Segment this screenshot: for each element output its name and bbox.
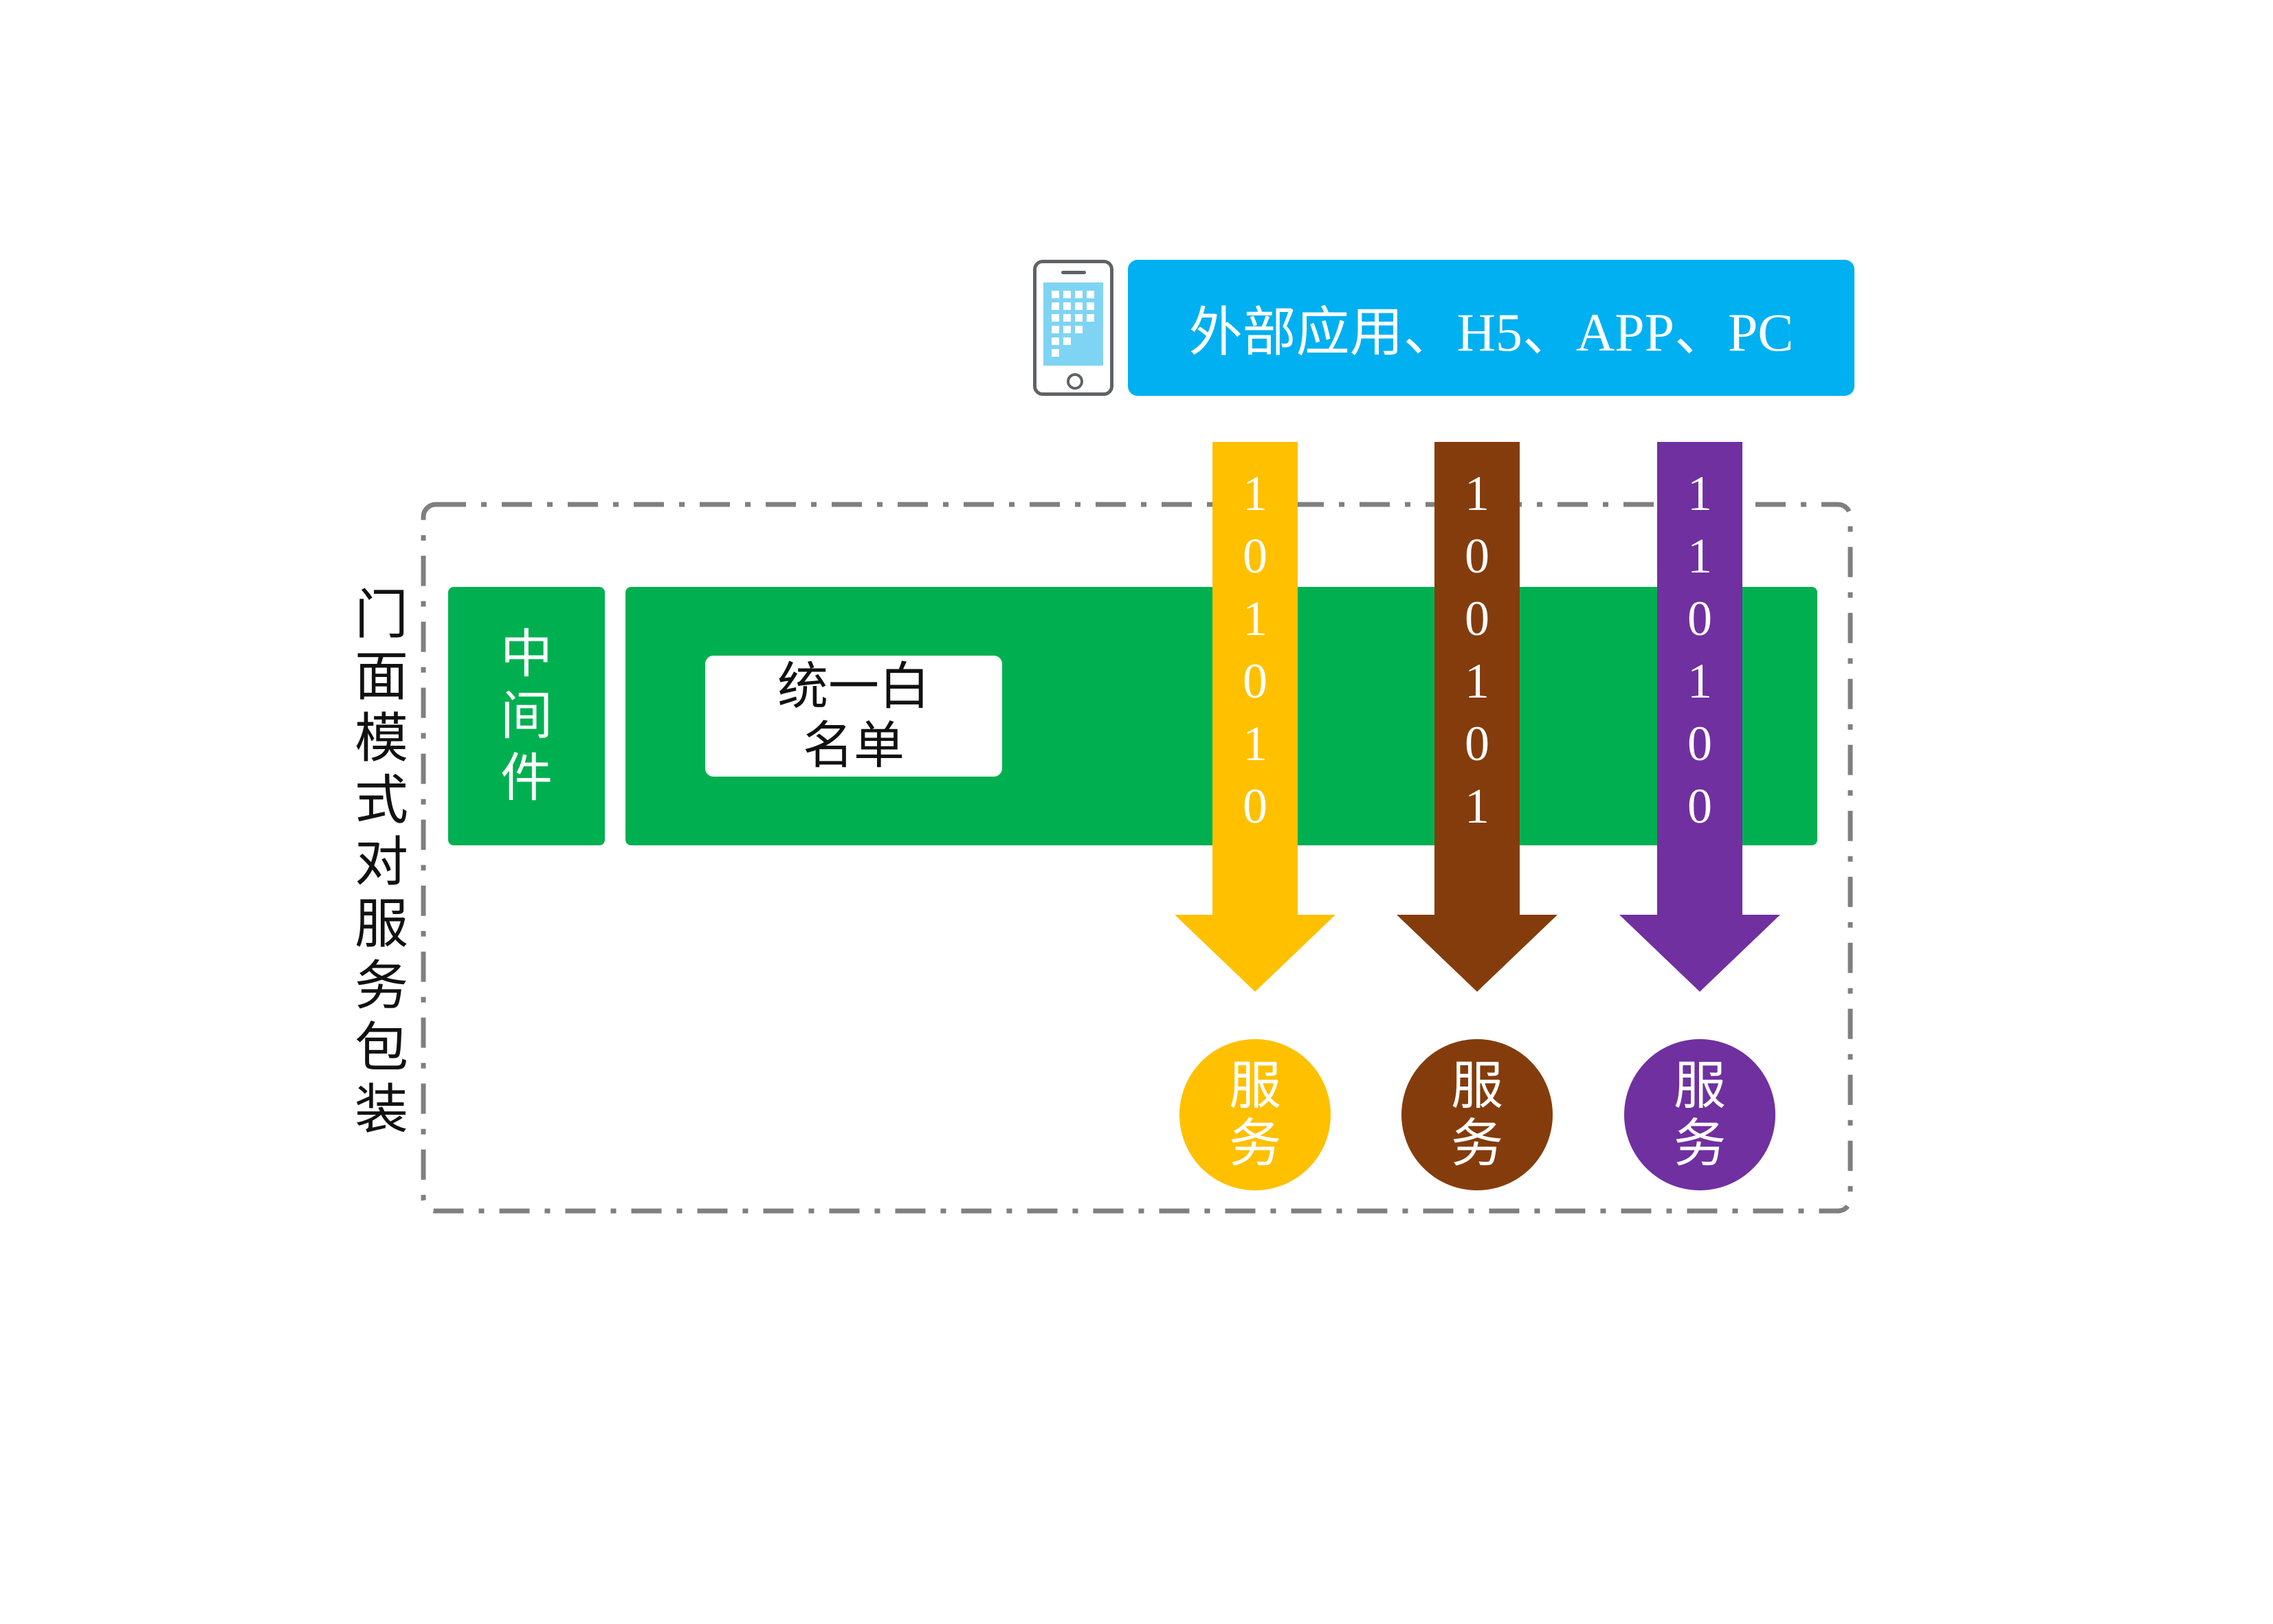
middleware-block: 中 间 件 [448,587,605,845]
facade-label-char: 面 [354,646,408,708]
bit: 0 [1465,529,1489,583]
bit: 1 [1243,591,1267,646]
arrow-shape [1397,442,1557,992]
mobile-phone-icon [1033,260,1113,396]
data-stream-arrow-3: 1 1 0 1 0 0 [1619,442,1780,992]
external-apps-label: 外部应用、H5、APP、PC [1188,302,1794,362]
bit-sequence: 1 0 0 1 0 1 [1397,463,1557,838]
facade-boundary [421,502,1853,1214]
service-label-char: 服 [1674,1055,1726,1116]
service-label-char: 服 [1229,1055,1281,1116]
service-label-char: 务 [1451,1113,1503,1174]
phone-home-button [1067,373,1083,390]
bit: 0 [1687,716,1712,771]
phone-screen-grid [1052,291,1094,357]
data-stream-arrow-2: 1 0 0 1 0 1 [1397,442,1557,992]
unified-whitelist-box: 统一白 名单 [705,656,1002,777]
arrow-shape [1619,442,1780,992]
bit: 0 [1465,591,1489,646]
facade-label-char: 式 [354,770,408,832]
bit: 0 [1243,529,1267,583]
service-circle-2: 服 务 [1401,1039,1553,1190]
service-label-char: 务 [1674,1113,1726,1174]
bit: 0 [1687,591,1712,646]
bit-sequence: 1 1 0 1 0 0 [1619,463,1780,838]
whitelist-line-2: 名单 [803,716,905,775]
bit: 0 [1243,779,1267,834]
external-apps-banner: 外部应用、H5、APP、PC [1128,260,1854,396]
facade-label-char: 包 [354,1017,408,1079]
bit: 0 [1465,716,1489,771]
bit: 1 [1465,466,1489,521]
bit: 1 [1465,654,1489,709]
service-circle-3: 服 务 [1624,1039,1775,1190]
whitelist-line-1: 统一白 [777,657,930,716]
facade-label-char: 服 [354,893,408,955]
phone-speaker [1061,271,1086,274]
middleware-label-char: 间 [500,685,553,746]
bit: 0 [1243,654,1267,709]
facade-label-char: 模 [354,708,408,770]
facade-label-char: 务 [354,955,408,1017]
facade-pattern-label: 门 面 模 式 对 服 务 包 装 [347,584,416,1141]
arrow-shape [1175,442,1335,992]
bit: 1 [1687,654,1712,709]
bit: 1 [1687,466,1712,521]
service-label-char: 务 [1229,1113,1281,1174]
bit: 1 [1465,779,1489,834]
phone-screen [1043,282,1103,366]
facade-label-char: 对 [354,832,408,893]
bit-sequence: 1 0 1 0 1 0 [1175,463,1335,838]
bit: 1 [1687,529,1712,583]
bit: 1 [1243,716,1267,771]
facade-label-char: 门 [354,584,408,646]
service-circle-1: 服 务 [1179,1039,1331,1190]
middleware-label-char: 件 [500,747,553,808]
data-stream-arrow-1: 1 0 1 0 1 0 [1175,442,1335,992]
service-label-char: 服 [1451,1055,1503,1116]
bit: 1 [1243,466,1267,521]
middleware-label-char: 中 [500,623,553,685]
bit: 0 [1687,779,1712,834]
facade-label-char: 装 [354,1079,408,1141]
